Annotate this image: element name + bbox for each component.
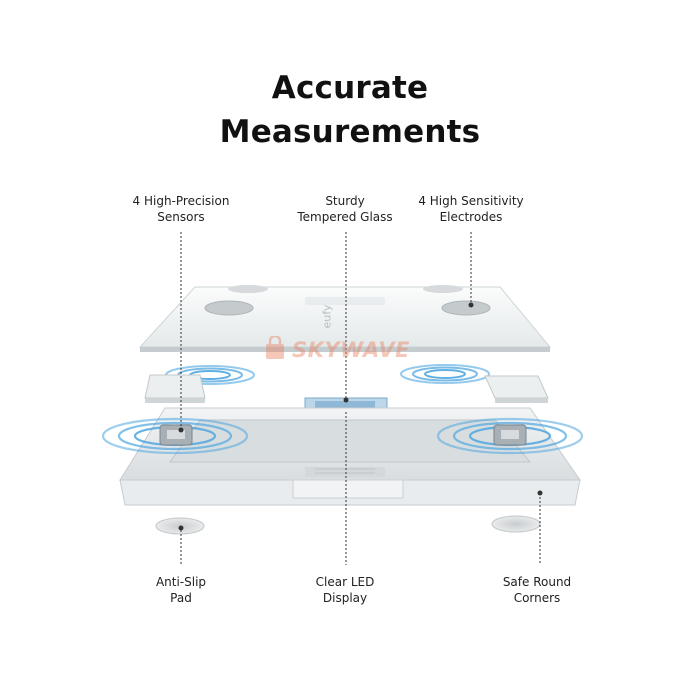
headline-line-2: Measurements <box>219 114 481 150</box>
sensor-waves-upper-right <box>400 364 490 384</box>
sensor-lower-left <box>159 424 193 446</box>
anti-slip-pad-right <box>491 515 541 533</box>
label-tempered-glass: Sturdy Tempered Glass <box>297 194 393 224</box>
watermark-cart-icon <box>266 336 284 359</box>
leader-lines <box>178 232 543 565</box>
label-anti-slip-pad: Anti-Slip Pad <box>155 575 207 605</box>
glass-top-plate <box>138 285 552 352</box>
headline-line-1: Accurate <box>271 70 429 106</box>
label-led-display: Clear LED Display <box>315 575 375 605</box>
sensor-block-upper-left <box>144 374 206 403</box>
sensor-lower-right <box>493 424 527 446</box>
brand-mark: eufy <box>320 304 334 329</box>
sensor-waves-lower-left <box>101 417 249 455</box>
sensor-block-upper-right <box>484 375 549 403</box>
label-sensors: 4 High-Precision Sensors <box>132 194 230 224</box>
label-round-corners: Safe Round Corners <box>502 575 572 605</box>
label-electrodes: 4 High Sensitivity Electrodes <box>418 194 524 224</box>
watermark-text: SKYWAVE <box>292 338 410 362</box>
